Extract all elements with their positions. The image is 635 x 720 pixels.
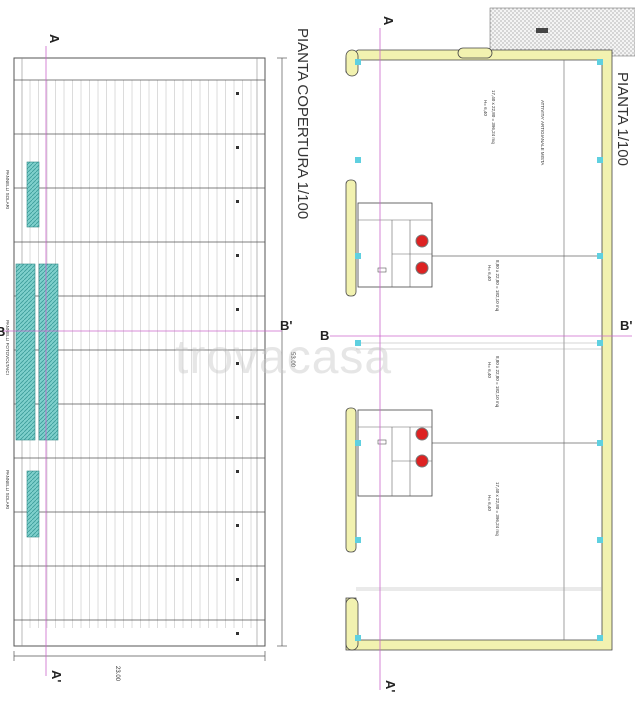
column-marker	[355, 635, 361, 641]
roof-drain-mark	[236, 632, 239, 635]
wall-segment-2	[345, 407, 357, 553]
adjacent-building	[489, 7, 635, 57]
solar-panels-label-bottom: PANNELLI SOLARI	[5, 470, 10, 509]
photovoltaic-label: PANNELLI FOTOVOLTAICI	[5, 320, 10, 375]
roof-drain-mark	[236, 578, 239, 581]
solar-panel-top	[26, 161, 40, 228]
height-top-label: H= 6,40	[483, 100, 488, 116]
section-lines	[0, 28, 632, 690]
roof-drain-mark	[236, 416, 239, 419]
area-bottom-label: 17,40 x 22,80 = 396,24 mq	[495, 482, 500, 536]
roof-drain-mark	[236, 362, 239, 365]
area-mid1-label: 8,80 x 22,80 = 182,10 mq	[495, 260, 500, 312]
dim-width-label: 23.00	[114, 666, 120, 682]
column-marker	[355, 440, 361, 446]
column-marker	[597, 59, 603, 65]
height-mid1-label: H= 6,40	[487, 265, 492, 281]
section-b-roof-right: B'	[280, 318, 292, 333]
column-marker	[597, 440, 603, 446]
columns	[355, 59, 603, 641]
height-mid2-label: H= 6,40	[487, 362, 492, 378]
column-marker	[597, 635, 603, 641]
area-top-label: 17,40 x 22,80 = 396,24 mq	[491, 90, 496, 144]
column-marker	[597, 340, 603, 346]
wall-top-stub	[457, 47, 493, 59]
section-a-top-left: A	[47, 34, 62, 44]
column-marker	[597, 253, 603, 259]
photovoltaic-panel-right	[38, 263, 59, 441]
section-a-top-right: A	[381, 16, 396, 26]
column-marker	[597, 157, 603, 163]
column-marker	[355, 340, 361, 346]
section-b-plan-right: B'	[620, 318, 632, 333]
service-block-bottom	[357, 409, 433, 497]
roof-drain-mark	[236, 200, 239, 203]
activity-label: ATTIVITA' ARTIGIANALE MISTA	[540, 100, 545, 165]
equipment-1	[415, 234, 429, 248]
section-b-roof-left: B	[0, 324, 5, 339]
solar-panel-bottom	[26, 470, 40, 538]
roof-ribs	[29, 80, 252, 628]
roof-plan-title: PIANTA COPERTURA 1/100	[294, 28, 311, 219]
wall-segment-1	[345, 179, 357, 297]
floor-plan-title: PIANTA 1/100	[614, 72, 631, 166]
column-marker	[355, 537, 361, 543]
roof-drain-mark	[236, 146, 239, 149]
wall-segment-4	[345, 597, 359, 651]
height-bottom-label: H= 6,40	[487, 495, 492, 511]
roof-drain-mark	[236, 524, 239, 527]
section-a-bottom-left: A'	[49, 670, 64, 682]
roof-drain-mark	[236, 308, 239, 311]
equipment-2	[415, 261, 429, 275]
column-marker	[355, 59, 361, 65]
section-a-bottom-right: A'	[383, 680, 398, 692]
outer-wall	[345, 49, 613, 651]
column-marker	[355, 157, 361, 163]
area-mid2-label: 8,80 x 22,80 = 182,10 mq	[495, 356, 500, 408]
column-marker	[355, 253, 361, 259]
roof-drain-mark	[236, 254, 239, 257]
section-b-plan-left: B	[320, 328, 329, 343]
column-marker	[597, 537, 603, 543]
floor-plan: ATTIVITA' ARTIGIANALE MISTA 17,40 x 22,8…	[345, 47, 613, 651]
solar-panels	[15, 161, 59, 538]
roof-drain-mark	[236, 470, 239, 473]
adjacent-building-mark	[536, 28, 548, 33]
service-block-top	[357, 202, 433, 288]
roof-drain-mark	[236, 92, 239, 95]
roof-dimensions: 53.00 23.00	[13, 57, 295, 682]
equipment-3	[415, 427, 429, 441]
dim-length-label: 53.00	[289, 352, 295, 368]
photovoltaic-panel-left	[15, 263, 36, 441]
solar-panels-label-top: PANNELLI SOLARI	[5, 170, 10, 209]
equipment-4	[415, 454, 429, 468]
